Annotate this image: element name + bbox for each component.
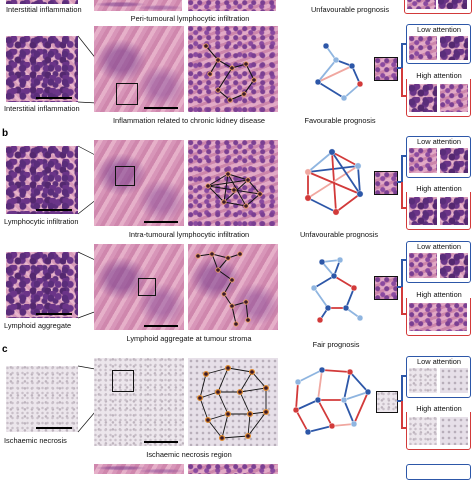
attention-tile [440, 417, 468, 445]
graph-image-row4 [188, 358, 278, 446]
attention-tile [440, 148, 468, 173]
closeup-image-row4 [6, 366, 78, 432]
overlay-graph-row3 [195, 251, 251, 327]
attention-tile [440, 197, 468, 225]
attention-tile [409, 417, 437, 445]
closeup-image-row3 [6, 252, 78, 318]
abstract-graph-row4 [292, 366, 372, 436]
high-attention-label-row1: High attention [406, 72, 472, 79]
high-attention-label-row4: High attention [406, 405, 472, 412]
panel-letter-c: c [2, 344, 8, 355]
overview-image-row0 [94, 0, 182, 11]
low-attention-frame-row2 [406, 136, 471, 178]
graph-image-row5 [188, 464, 278, 474]
prognosis-row0: Unfavourable prognosis [310, 5, 390, 14]
overview-image-row1 [94, 26, 184, 112]
zoom-box [116, 83, 138, 105]
attention-tile [440, 36, 468, 60]
prognosis-row2: Unfavourable prognosis [299, 230, 379, 239]
overview-image-row4 [94, 358, 184, 446]
overlay-graph-row1 [203, 43, 257, 103]
attention-tile [409, 148, 437, 173]
scale-bar [144, 221, 178, 223]
overview-image-row3 [94, 244, 184, 330]
attention-tile [409, 303, 467, 331]
attention-tile [440, 84, 468, 112]
low-attention-label-row1: Low attention [417, 25, 461, 34]
overlay-graph-row2 [205, 171, 263, 209]
caption-row4-left: Ischaemic necrosis [4, 436, 67, 445]
low-attention-label-row2: Low attention [417, 137, 461, 146]
scale-bar [144, 325, 178, 327]
caption-row1-left: Interstitial inflammation [4, 104, 80, 113]
low-attention-frame-row1 [406, 24, 471, 64]
scale-bar [36, 97, 72, 99]
low-attention-frame-row3 [406, 241, 471, 283]
overlay-graph-row4 [197, 364, 269, 441]
prognosis-row3: Fair prognosis [312, 340, 360, 349]
caption-row3-mid: Lymphoid aggregate at tumour stroma [126, 334, 252, 343]
caption-row2-left: Lymphocytic infiltration [4, 217, 79, 226]
attention-frame-row5 [406, 464, 471, 480]
thumbnail-row4 [376, 391, 398, 413]
caption-row4-mid: Ischaemic necrosis region [146, 450, 232, 459]
attention-tile [409, 368, 437, 393]
attention-tile [438, 0, 467, 9]
graph-image-row0 [188, 0, 276, 11]
high-attention-label-row3: High attention [406, 291, 472, 298]
attention-tile [407, 0, 436, 9]
scale-bar [36, 313, 72, 315]
attention-frame-row0 [404, 0, 472, 14]
caption-row1-mid: Inflammation related to chronic kidney d… [113, 116, 265, 125]
caption-row0-mid: Peri-tumoural lymphocytic infiltration [130, 14, 250, 23]
closeup-image-row2 [6, 146, 78, 214]
caption-row2-mid: Intra-tumoural lymphocytic infiltration [128, 230, 250, 239]
prognosis-row1: Favourable prognosis [304, 116, 376, 125]
scale-bar [36, 427, 72, 429]
zoom-box [112, 370, 134, 392]
attention-tile [409, 84, 437, 112]
abstract-graph-row3 [310, 256, 364, 324]
low-attention-label-row4: Low attention [417, 357, 461, 366]
caption-row3-left: Lymphoid aggregate [4, 321, 72, 330]
scale-bar [144, 107, 178, 109]
zoom-box [138, 278, 156, 296]
abstract-graph-row1 [314, 42, 364, 102]
closeup-image-row0 [6, 0, 78, 4]
caption-row0-left: Interstitial inflammation [6, 5, 82, 14]
graph-image-row3 [188, 244, 278, 330]
overview-image-row5 [94, 464, 184, 474]
scale-bar [144, 441, 178, 443]
attention-tile [409, 253, 437, 278]
attention-tile [409, 197, 437, 225]
closeup-image-row1 [6, 36, 78, 102]
zoom-box [115, 166, 135, 186]
attention-tile [409, 36, 437, 60]
low-attention-label-row3: Low attention [417, 242, 461, 251]
low-attention-frame-row4 [406, 356, 471, 398]
abstract-graph-row2 [304, 148, 364, 216]
attention-tile [440, 368, 468, 393]
attention-tile [440, 253, 468, 278]
high-attention-label-row2: High attention [406, 185, 472, 192]
panel-letter-b: b [2, 128, 9, 139]
scale-bar [36, 209, 72, 211]
overview-image-row2 [94, 140, 184, 226]
